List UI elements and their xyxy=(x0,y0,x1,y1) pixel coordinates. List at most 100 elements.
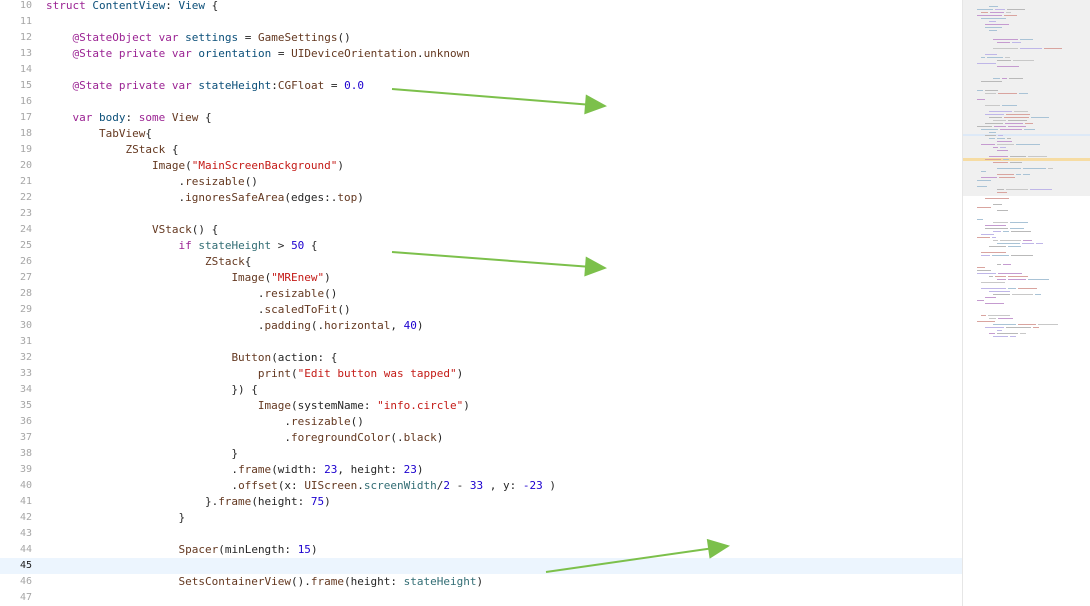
line-number: 31 xyxy=(19,336,32,347)
code-line[interactable]: 21 .resizable() xyxy=(0,174,962,190)
minimap-line xyxy=(985,54,997,55)
minimap-line xyxy=(993,162,1008,163)
minimap-line xyxy=(1008,279,1026,280)
code-line[interactable]: 47 xyxy=(0,590,962,606)
line-code: .resizable() xyxy=(46,174,258,190)
code-line[interactable]: 19 ZStack { xyxy=(0,142,962,158)
code-line[interactable]: 46 SetsContainerView().frame(height: sta… xyxy=(0,574,962,590)
line-code: TabView{ xyxy=(46,126,152,142)
code-token: UIScreen xyxy=(304,479,358,492)
minimap-line xyxy=(1013,60,1034,61)
minimap-line xyxy=(1009,78,1023,79)
line-number: 25 xyxy=(19,240,32,251)
minimap-line xyxy=(1010,336,1016,337)
code-token: frame xyxy=(218,495,252,508)
code-token: orientation xyxy=(198,47,272,60)
line-number: 19 xyxy=(19,144,32,155)
code-line[interactable]: 45 xyxy=(0,558,962,574)
code-token: () xyxy=(350,415,364,428)
code-token: . xyxy=(357,479,364,492)
minimap-line xyxy=(981,144,995,145)
code-line[interactable]: 30 .padding(.horizontal, 40) xyxy=(0,318,962,334)
minimap-visible-region[interactable] xyxy=(963,0,1090,196)
code-line[interactable]: 36 .resizable() xyxy=(0,414,962,430)
code-token: @State xyxy=(72,47,113,60)
minimap-line xyxy=(989,333,995,334)
code-line[interactable]: 35 Image(systemName: "info.circle") xyxy=(0,398,962,414)
line-code: .padding(.horizontal, 40) xyxy=(46,318,424,334)
code-line[interactable]: 18 TabView{ xyxy=(0,126,962,142)
code-token: private xyxy=(118,79,166,92)
code-token: . xyxy=(46,415,292,428)
code-line[interactable]: 12 @StateObject var settings = GameSetti… xyxy=(0,30,962,46)
minimap-line xyxy=(1020,39,1033,40)
code-line[interactable]: 34 }) { xyxy=(0,382,962,398)
minimap-line xyxy=(998,135,1003,136)
code-token: screenWidth xyxy=(363,479,437,492)
code-line[interactable]: 24 VStack() { xyxy=(0,222,962,238)
code-token: resizable xyxy=(264,287,325,300)
code-token: (action: { xyxy=(271,351,338,364)
code-line[interactable]: 33 print("Edit button was tapped") xyxy=(0,366,962,382)
minimap-line xyxy=(981,252,1006,253)
code-token: (width: xyxy=(271,463,325,476)
code-token: var xyxy=(158,31,179,44)
code-line[interactable]: 42 } xyxy=(0,510,962,526)
code-token: . xyxy=(46,191,186,204)
code-line[interactable]: 25 if stateHeight > 50 { xyxy=(0,238,962,254)
code-token: . xyxy=(416,47,424,60)
line-code: }) { xyxy=(46,382,258,398)
minimap-line xyxy=(1031,117,1049,118)
code-line[interactable]: 22 .ignoresSafeArea(edges:.top) xyxy=(0,190,962,206)
code-token xyxy=(112,79,119,92)
minimap-line xyxy=(1003,264,1011,265)
code-line[interactable]: 44 Spacer(minLength: 15) xyxy=(0,542,962,558)
code-line[interactable]: 23 xyxy=(0,206,962,222)
code-minimap[interactable] xyxy=(962,0,1090,606)
minimap-line xyxy=(1016,174,1021,175)
code-token xyxy=(46,271,231,284)
code-token: horizontal xyxy=(324,319,391,332)
code-line[interactable]: 38 } xyxy=(0,446,962,462)
code-line[interactable]: 37 .foregroundColor(.black) xyxy=(0,430,962,446)
line-code: .offset(x: UIScreen.screenWidth/2 - 33 ,… xyxy=(46,478,556,494)
code-token: ZStack xyxy=(125,143,166,156)
minimap-line xyxy=(985,90,998,91)
code-token: resizable xyxy=(185,175,245,188)
minimap-line xyxy=(981,282,1005,283)
line-number: 12 xyxy=(19,32,32,43)
code-token: 23 xyxy=(403,463,417,476)
code-line[interactable]: 26 ZStack{ xyxy=(0,254,962,270)
code-line[interactable]: 13 @State private var orientation = UIDe… xyxy=(0,46,962,62)
code-line[interactable]: 40 .offset(x: UIScreen.screenWidth/2 - 3… xyxy=(0,478,962,494)
code-token: @StateObject xyxy=(72,31,152,44)
code-token: print xyxy=(257,367,292,380)
minimap-line xyxy=(993,78,1000,79)
code-line[interactable]: 28 .resizable() xyxy=(0,286,962,302)
code-token xyxy=(46,543,178,556)
line-code: } xyxy=(46,446,238,462)
code-line[interactable]: 11 xyxy=(0,14,962,30)
code-line[interactable]: 20 Image("MainScreenBackground") xyxy=(0,158,962,174)
code-line[interactable]: 39 .frame(width: 23, height: 23) xyxy=(0,462,962,478)
code-line[interactable]: 17 var body: some View { xyxy=(0,110,962,126)
code-line[interactable]: 41 }.frame(height: 75) xyxy=(0,494,962,510)
minimap-line xyxy=(1008,246,1021,247)
code-line[interactable]: 15 @State private var stateHeight:CGFloa… xyxy=(0,78,962,94)
code-token: / xyxy=(436,479,444,492)
minimap-line xyxy=(993,48,1018,49)
minimap-line xyxy=(993,39,1018,40)
code-line[interactable]: 43 xyxy=(0,526,962,542)
code-line[interactable]: 16 xyxy=(0,94,962,110)
code-line[interactable]: 14 xyxy=(0,62,962,78)
code-line[interactable]: 32 Button(action: { xyxy=(0,350,962,366)
line-code: Image("MainScreenBackground") xyxy=(46,158,344,174)
code-line[interactable]: 29 .scaledToFit() xyxy=(0,302,962,318)
minimap-line xyxy=(997,141,1012,142)
code-line[interactable]: 27 Image("MREnew") xyxy=(0,270,962,286)
line-code: VStack() { xyxy=(46,222,218,238)
minimap-line xyxy=(998,273,1022,274)
code-line[interactable]: 31 xyxy=(0,334,962,350)
